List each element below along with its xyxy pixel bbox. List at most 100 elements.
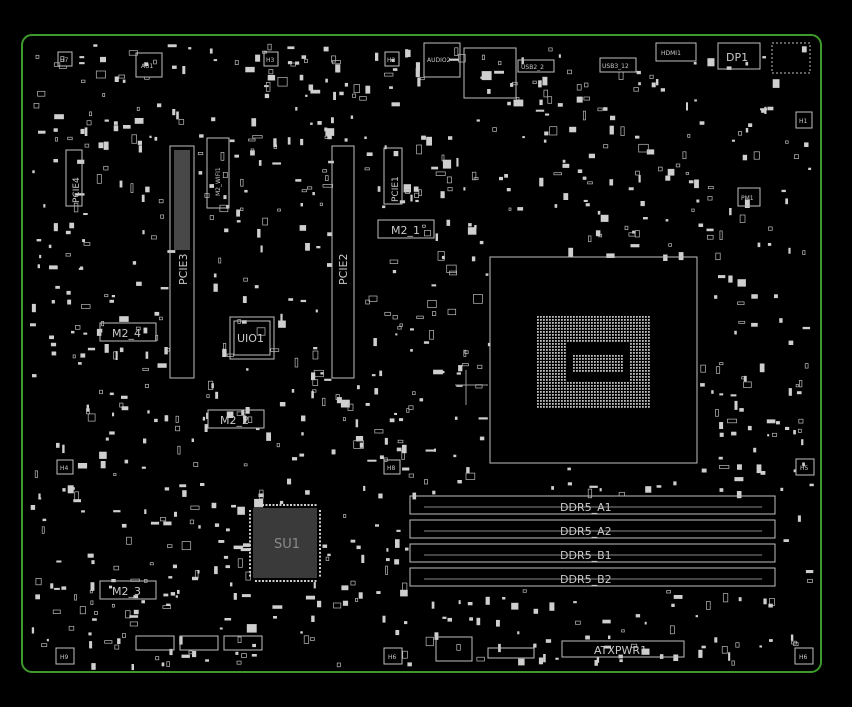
cpu-pin bbox=[627, 337, 629, 339]
smd-pad bbox=[419, 398, 424, 402]
smd-pad bbox=[638, 82, 641, 86]
cpu-pin bbox=[603, 337, 605, 339]
cpu-pin bbox=[552, 376, 554, 378]
smd-pad bbox=[610, 115, 616, 121]
cpu-pin bbox=[633, 394, 635, 396]
cpu-pin bbox=[558, 403, 560, 405]
su1-pin bbox=[276, 580, 278, 582]
smd-pad bbox=[576, 96, 583, 103]
cpu-pin bbox=[579, 400, 581, 402]
smd-pad bbox=[355, 419, 359, 428]
smd-pad bbox=[65, 230, 71, 235]
cpu-pin bbox=[576, 385, 578, 387]
smd-pad bbox=[389, 86, 393, 89]
label-h1: H1 bbox=[799, 118, 808, 125]
cpu-pin bbox=[582, 340, 584, 342]
cpu-pin bbox=[588, 334, 590, 336]
m2-4-slot: M2_4 bbox=[99, 322, 157, 342]
cpu-pin bbox=[615, 334, 617, 336]
cpu-pin bbox=[585, 361, 587, 363]
cpu-pin bbox=[609, 367, 611, 369]
cpu-pin bbox=[630, 358, 632, 360]
cpu-pin bbox=[639, 382, 641, 384]
cpu-pin bbox=[573, 334, 575, 336]
smd-pad bbox=[273, 138, 277, 148]
smd-pad bbox=[521, 57, 524, 65]
smd-pad bbox=[160, 287, 169, 290]
cpu-pin bbox=[594, 328, 596, 330]
cpu-pin bbox=[627, 331, 629, 333]
smd-pad bbox=[405, 189, 410, 194]
smd-pad bbox=[597, 210, 601, 215]
smd-pad bbox=[157, 103, 162, 108]
cpu-pin bbox=[567, 328, 569, 330]
smd-pad bbox=[65, 253, 71, 257]
cpu-pin bbox=[564, 349, 566, 351]
smd-pad bbox=[568, 247, 574, 257]
cpu-pin bbox=[540, 406, 542, 408]
cpu-pin bbox=[543, 319, 545, 321]
cpu-pin bbox=[609, 385, 611, 387]
smd-pad bbox=[634, 230, 640, 238]
su1-pin bbox=[249, 567, 251, 569]
cpu-pin bbox=[621, 385, 623, 387]
cpu-pin bbox=[612, 385, 614, 387]
cpu-pin bbox=[639, 397, 641, 399]
cpu-pin bbox=[567, 337, 569, 339]
cpu-pin bbox=[600, 334, 602, 336]
smd-pad bbox=[144, 62, 149, 67]
smd-pad bbox=[554, 204, 558, 208]
cpu-pin bbox=[642, 382, 644, 384]
smd-pad bbox=[277, 77, 288, 87]
cpu-pin bbox=[594, 325, 596, 327]
smd-pad bbox=[796, 391, 802, 395]
su1-pin bbox=[262, 504, 264, 506]
cpu-pin bbox=[636, 349, 638, 351]
cpu-pin bbox=[591, 340, 593, 342]
cpu-pin bbox=[585, 382, 587, 384]
cpu-pin bbox=[573, 394, 575, 396]
smd-pad bbox=[353, 440, 364, 449]
smd-pad bbox=[737, 464, 742, 470]
smd-pad bbox=[158, 199, 164, 204]
smd-pad bbox=[340, 399, 350, 408]
smd-pad bbox=[247, 416, 253, 423]
smd-pad bbox=[499, 176, 503, 181]
smd-pad bbox=[469, 617, 473, 621]
cpu-pin bbox=[552, 334, 554, 336]
cpu-pin bbox=[555, 394, 557, 396]
cpu-pin bbox=[618, 394, 620, 396]
cpu-pin bbox=[627, 319, 629, 321]
su1-pin bbox=[283, 580, 285, 582]
cpu-pin bbox=[576, 400, 578, 402]
smd-pad bbox=[392, 315, 398, 320]
cpu-pin bbox=[612, 367, 614, 369]
cpu-pin bbox=[612, 334, 614, 336]
label-h8: H8 bbox=[387, 465, 396, 472]
su1-pin bbox=[283, 504, 285, 506]
cpu-pin bbox=[546, 394, 548, 396]
smd-pad bbox=[188, 47, 192, 50]
smd-pad bbox=[200, 483, 205, 486]
smd-pad bbox=[764, 106, 767, 114]
su1-pin bbox=[272, 504, 275, 506]
cpu-pin bbox=[588, 388, 590, 390]
cpu-pin bbox=[570, 403, 572, 405]
smd-pad bbox=[256, 327, 266, 336]
smd-pad bbox=[209, 215, 214, 220]
smd-pad bbox=[150, 521, 160, 525]
cpu-pin bbox=[540, 385, 542, 387]
cpu-pin bbox=[585, 340, 587, 342]
ddr5-b1-slot: DDR5_B1 bbox=[409, 543, 776, 563]
smd-pad bbox=[357, 385, 360, 390]
su1-pin bbox=[249, 574, 251, 577]
smd-pad bbox=[92, 618, 97, 621]
smd-pad bbox=[587, 488, 593, 499]
cpu-pin bbox=[642, 400, 644, 402]
cpu-pin bbox=[540, 403, 542, 405]
smd-pad bbox=[651, 82, 656, 88]
cpu-pin bbox=[609, 391, 611, 393]
cpu-pin bbox=[645, 358, 647, 360]
cpu-pin bbox=[558, 379, 560, 381]
su1-pin bbox=[249, 555, 251, 558]
